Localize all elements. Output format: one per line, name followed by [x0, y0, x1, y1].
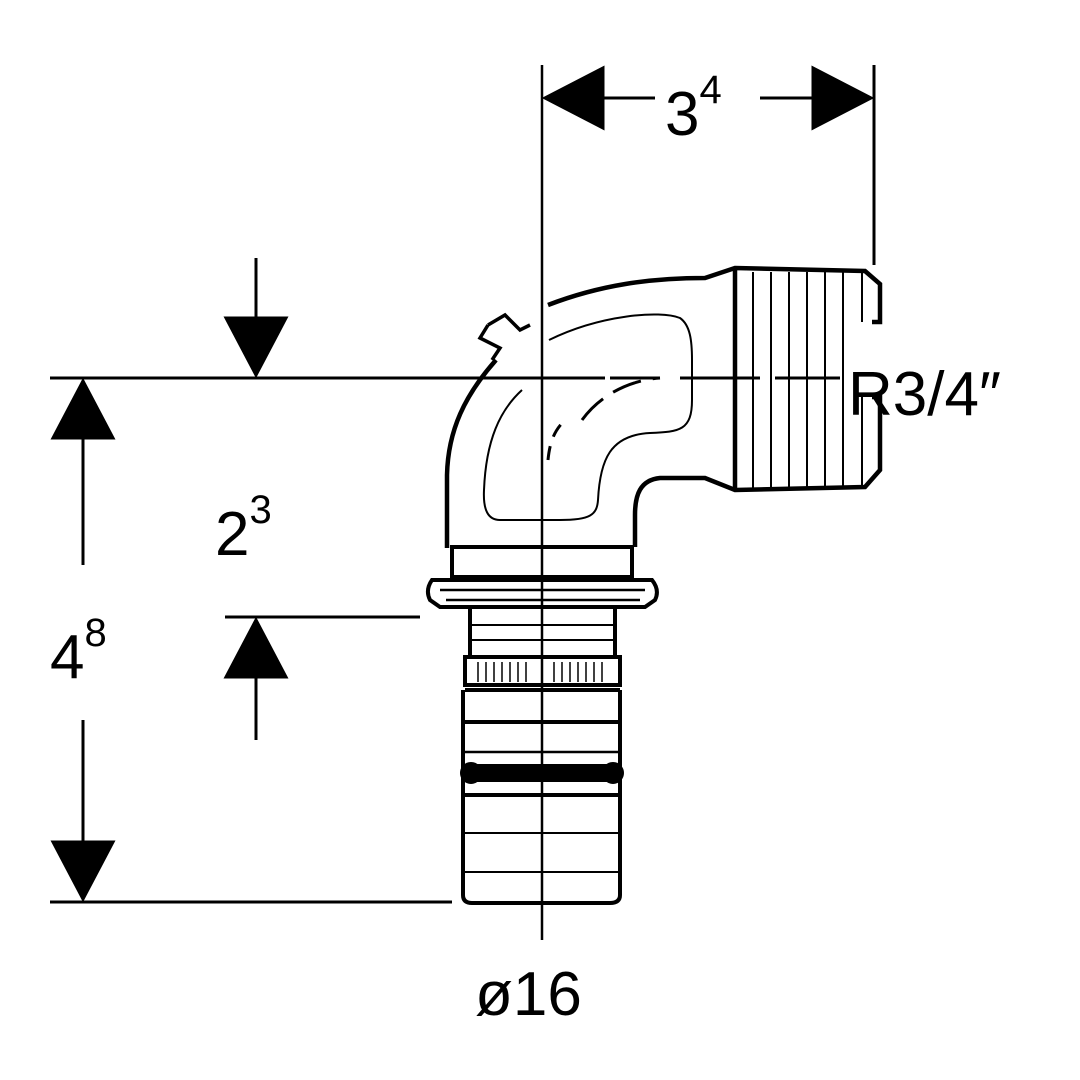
dimension-inner-height: 23 — [215, 488, 272, 569]
arrow-left-icon — [541, 65, 605, 131]
left-dimension-lines — [50, 258, 605, 904]
collar — [425, 545, 659, 609]
dimension-total-height: 48 — [50, 611, 107, 692]
arrow-down-icon — [50, 840, 116, 903]
arrow-down-icon — [223, 316, 289, 379]
elbow-body — [444, 265, 883, 548]
dimension-width-top: 34 — [665, 68, 722, 149]
tab — [477, 312, 531, 361]
arrow-right-icon — [811, 65, 875, 131]
press-sleeve — [460, 607, 624, 905]
thread-lines — [752, 272, 863, 488]
pipe-diameter-label: ø16 — [475, 960, 582, 1029]
arrow-up-icon — [50, 377, 116, 440]
arrow-up-icon — [223, 616, 289, 679]
top-dimension-line — [540, 65, 876, 940]
thread-label: R3/4″ — [848, 360, 1001, 429]
